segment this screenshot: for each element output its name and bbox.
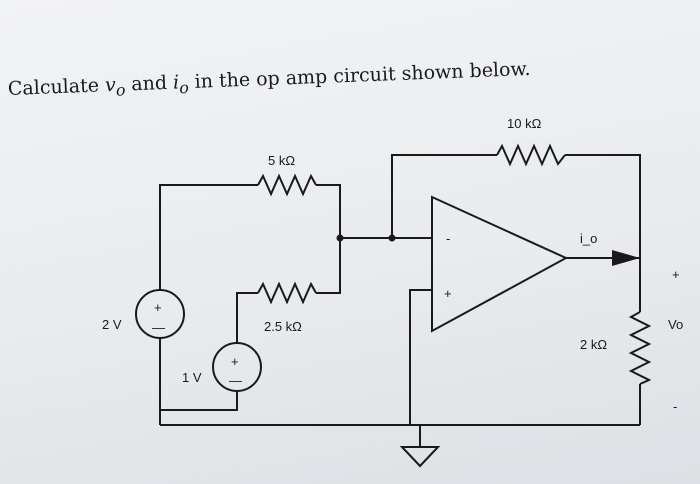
wire-right-source-bottom [160,392,238,411]
resistor-2k [628,311,652,385]
junction-dot-left [336,234,344,242]
wire-left-top [159,184,258,290]
wire-bottom-resistor-left [236,292,258,343]
ground-symbol [399,446,441,468]
label-vo-minus: - [673,399,677,414]
label-2-5k: 2.5 kΩ [264,319,302,334]
resistor-5k [257,173,317,197]
source-1v-minus: — [229,373,242,388]
wire-noninverting-input [409,289,432,425]
label-1v: 1 V [182,370,202,385]
label-10k: 10 kΩ [507,116,542,131]
label-2v: 2 V [102,317,122,332]
wire-feedback-left [391,154,497,238]
label-vo: Vo [668,317,683,332]
label-2k: 2 kΩ [580,337,607,352]
label-5k: 5 kΩ [268,153,295,168]
resistor-10k [496,143,566,167]
op-amp-minus: - [446,231,450,246]
junction-dot-right [388,234,396,242]
label-vo-plus: + [672,267,680,282]
source-2v [135,289,185,339]
wire-junction-bottom [316,238,341,294]
op-amp-triangle [431,195,569,333]
source-1v [212,342,262,392]
resistor-2-5k [257,281,317,305]
op-amp-plus: + [444,286,452,301]
current-arrow [612,250,640,266]
wire-top-resistor-right [316,184,341,238]
source-1v-plus: + [231,354,239,369]
label-io: i_o [580,231,597,246]
wire-feedback-right [565,154,641,258]
source-2v-plus: + [154,300,162,315]
source-2v-minus: — [152,320,165,335]
